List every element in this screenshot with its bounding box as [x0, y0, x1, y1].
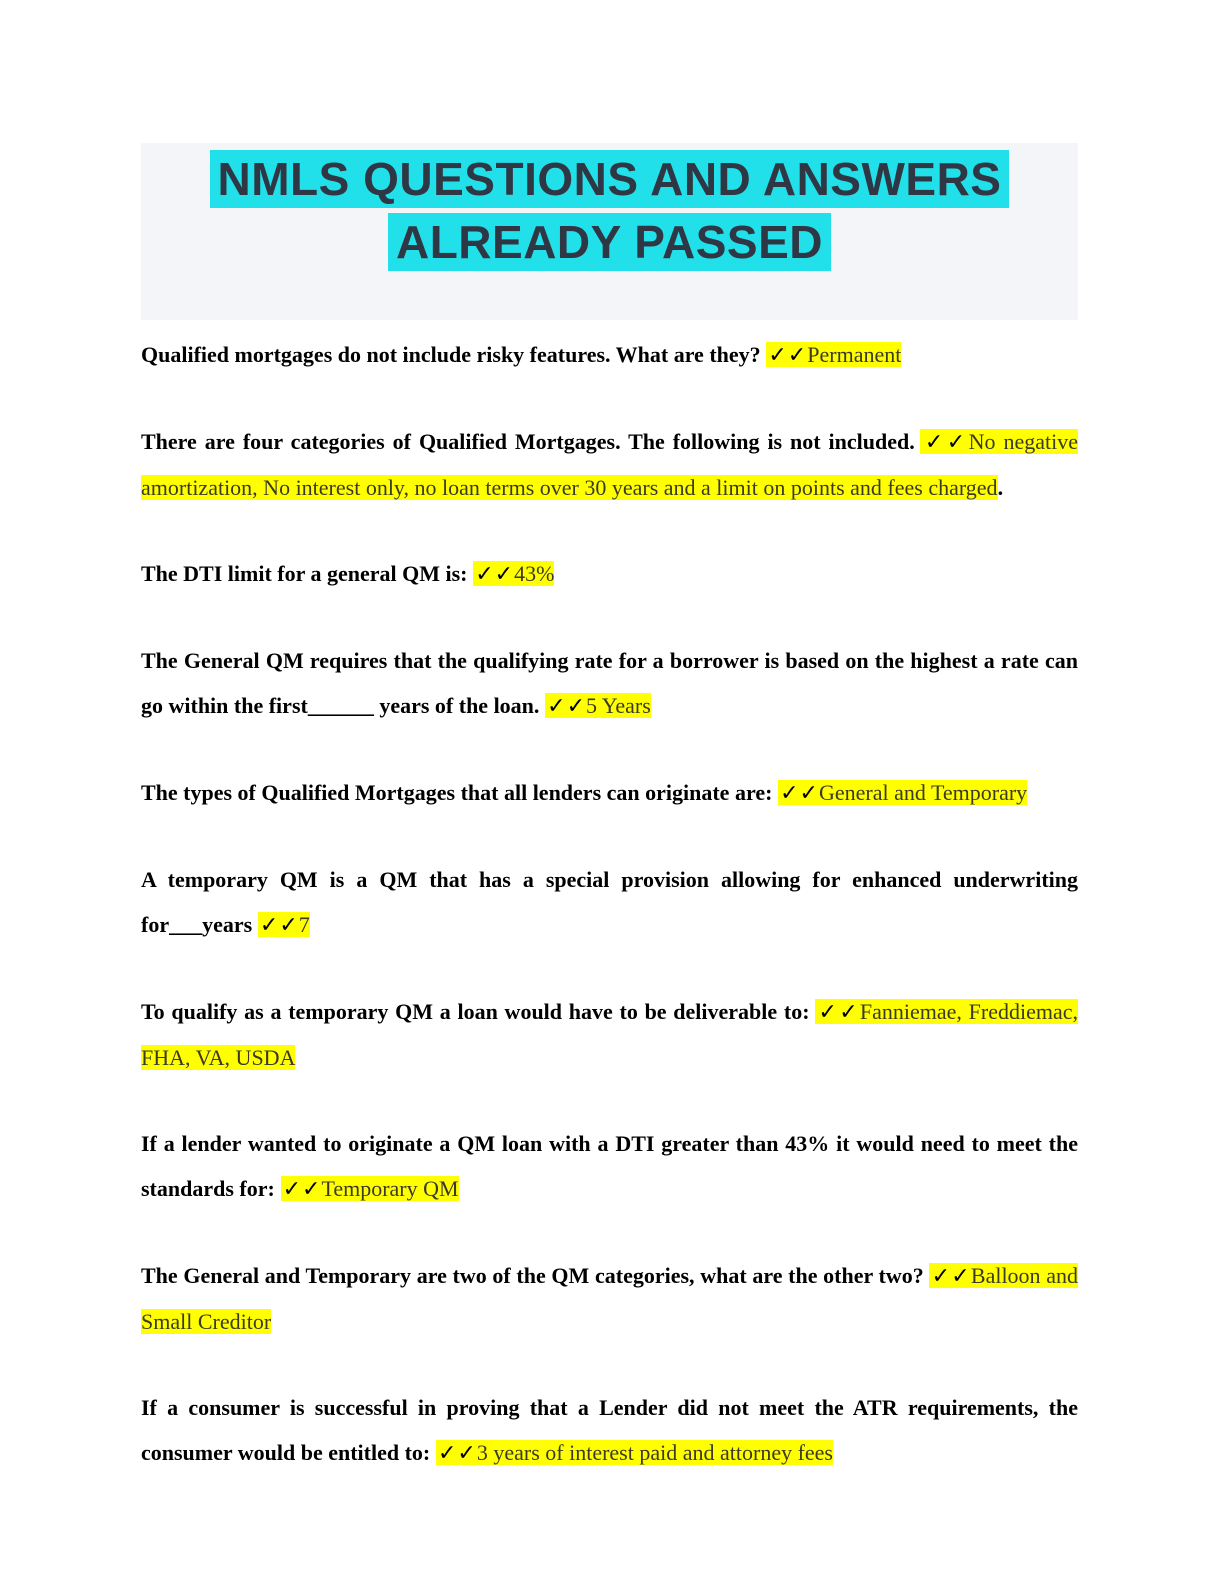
- double-checkmark-icon: ✓✓: [547, 694, 587, 719]
- answer-highlight: ✓✓43%: [473, 561, 555, 587]
- answer-text: 3 years of interest paid and attorney fe…: [476, 1440, 833, 1465]
- answer-text: Temporary QM: [321, 1176, 459, 1201]
- double-checkmark-icon: ✓✓: [817, 1000, 860, 1025]
- qa-item: If a consumer is successful in proving t…: [141, 1385, 1078, 1476]
- qa-item: A temporary QM is a QM that has a specia…: [141, 857, 1078, 948]
- question-text: The General QM requires that the qualify…: [141, 648, 1078, 718]
- answer-text: 5 Years: [586, 693, 651, 718]
- question-text: A temporary QM is a QM that has a specia…: [141, 867, 1078, 937]
- question-text: If a lender wanted to originate a QM loa…: [141, 1131, 1078, 1201]
- double-checkmark-icon: ✓✓: [437, 1441, 477, 1466]
- qa-item: If a lender wanted to originate a QM loa…: [141, 1121, 1078, 1212]
- answer-highlight: ✓✓Temporary QM: [280, 1176, 459, 1202]
- double-checkmark-icon: ✓✓: [475, 562, 515, 587]
- question-text: If a consumer is successful in proving t…: [141, 1395, 1078, 1465]
- double-checkmark-icon: ✓✓: [780, 781, 819, 806]
- answer-text: 43%: [514, 561, 555, 586]
- answer-suffix: .: [997, 475, 1004, 500]
- title-line-1: NMLS QUESTIONS AND ANSWERS: [209, 150, 1010, 208]
- answer-highlight: ✓✓5 Years: [545, 693, 651, 719]
- qa-item: The types of Qualified Mortgages that al…: [141, 770, 1078, 816]
- double-checkmark-icon: ✓✓: [259, 913, 299, 938]
- answer-highlight: ✓✓General and Temporary: [778, 780, 1028, 806]
- answer-text: 7: [298, 912, 310, 937]
- qa-item: The General and Temporary are two of the…: [141, 1253, 1078, 1344]
- question-text: The DTI limit for a general QM is:: [141, 561, 468, 586]
- qa-list: Qualified mortgages do not include risky…: [141, 332, 1078, 1476]
- question-text: Qualified mortgages do not include risky…: [141, 342, 761, 367]
- answer-highlight: ✓✓7: [257, 912, 310, 938]
- double-checkmark-icon: ✓✓: [768, 343, 808, 368]
- question-text: To qualify as a temporary QM a loan woul…: [141, 999, 810, 1024]
- qa-item: To qualify as a temporary QM a loan woul…: [141, 989, 1078, 1080]
- double-checkmark-icon: ✓✓: [282, 1177, 322, 1202]
- qa-item: There are four categories of Qualified M…: [141, 419, 1078, 510]
- answer-text: Permanent: [807, 342, 902, 367]
- answer-text: Fanniemae, Freddiemac, FHA, VA, USDA: [141, 999, 1078, 1070]
- answer-highlight: ✓✓Permanent: [766, 342, 902, 368]
- answer-text: Balloon and Small Creditor: [141, 1263, 1078, 1334]
- title-line-2: ALREADY PASSED: [387, 213, 832, 271]
- answer-text: General and Temporary: [819, 780, 1028, 805]
- qa-item: The DTI limit for a general QM is:✓✓43%: [141, 551, 1078, 597]
- double-checkmark-icon: ✓✓: [922, 430, 969, 455]
- answer-text: No negative amortization, No interest on…: [141, 429, 1078, 500]
- question-text: The General and Temporary are two of the…: [141, 1263, 924, 1288]
- question-text: The types of Qualified Mortgages that al…: [141, 780, 773, 805]
- answer-highlight: ✓✓3 years of interest paid and attorney …: [435, 1440, 833, 1466]
- question-text: There are four categories of Qualified M…: [141, 429, 915, 454]
- qa-item: Qualified mortgages do not include risky…: [141, 332, 1078, 378]
- qa-item: The General QM requires that the qualify…: [141, 638, 1078, 729]
- double-checkmark-icon: ✓✓: [931, 1264, 971, 1289]
